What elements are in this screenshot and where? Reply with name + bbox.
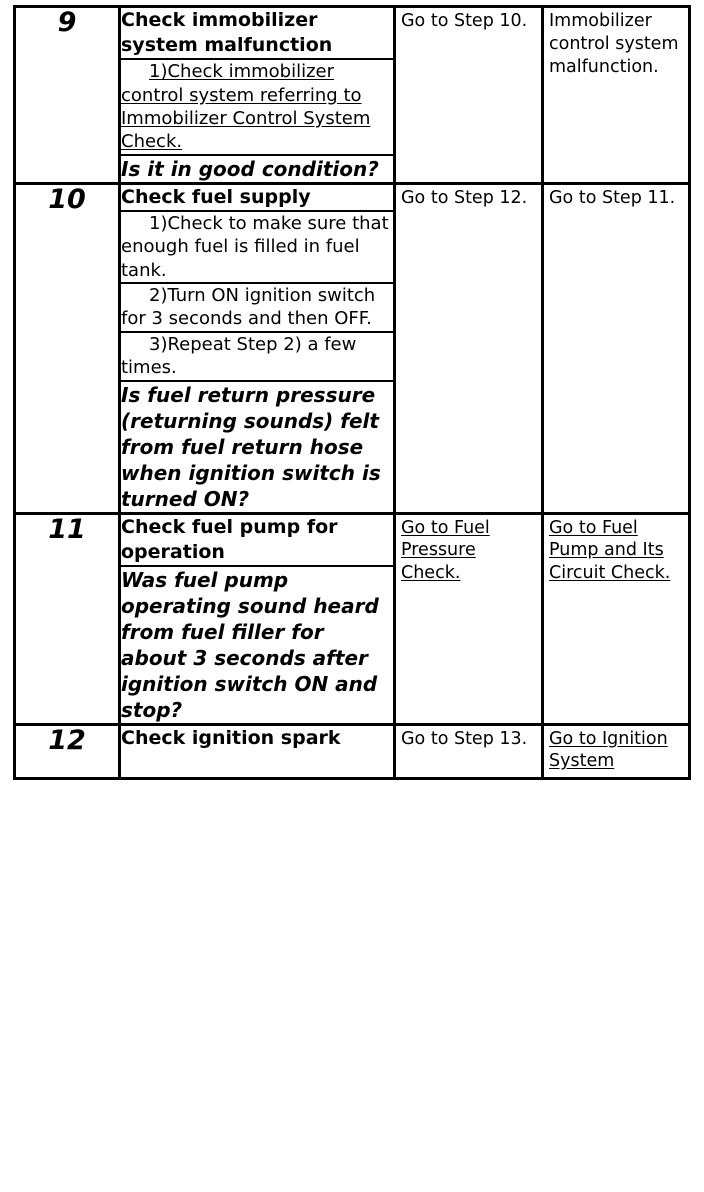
no-result-text: Immobilizer control system malfunction. bbox=[549, 11, 679, 77]
yes-result-cell: Go to Step 10. bbox=[393, 5, 544, 185]
step-number: 11 bbox=[48, 513, 86, 545]
action-title: Check fuel supply bbox=[121, 184, 393, 212]
yes-result-text: Go to Step 10. bbox=[401, 11, 528, 31]
yes-result-link[interactable]: Go to Fuel Pressure Check. bbox=[401, 517, 490, 584]
action-question: Is fuel return pressure (returning sound… bbox=[121, 382, 381, 511]
action-substep: 1)Check to make sure that enough fuel is… bbox=[121, 210, 393, 284]
yes-result-text: Go to Step 12. bbox=[401, 187, 528, 208]
action-title: Check ignition spark bbox=[121, 726, 341, 749]
step-number: 9 bbox=[57, 7, 77, 38]
table-row: 11 Check fuel pump for operation Was fue… bbox=[13, 511, 691, 726]
step-number-cell: 10 bbox=[13, 181, 121, 515]
action-substep: 2)Turn ON ignition switch for 3 seconds … bbox=[121, 282, 393, 333]
action-cell: Check fuel pump for operation Was fuel p… bbox=[118, 511, 396, 726]
yes-result-cell: Go to Step 12. bbox=[393, 181, 544, 515]
yes-result-text: Go to Step 13. bbox=[401, 728, 528, 749]
action-cell: Check ignition spark bbox=[118, 722, 396, 781]
step-number: 12 bbox=[48, 724, 86, 756]
no-result-link[interactable]: Go to Fuel Pump and Its Circuit Check. bbox=[549, 517, 671, 584]
no-result-cell: Go to Fuel Pump and Its Circuit Check. bbox=[541, 511, 691, 726]
step-number-cell: 9 bbox=[13, 5, 121, 185]
action-substep: 3)Repeat Step 2) a few times. bbox=[121, 331, 393, 382]
yes-result-cell: Go to Step 13. bbox=[393, 722, 544, 781]
action-cell: Check immobilizer system malfunction 1)C… bbox=[118, 5, 396, 185]
action-question: Was fuel pump operating sound heard from… bbox=[121, 567, 379, 722]
action-question: Is it in good condition? bbox=[121, 156, 379, 181]
action-title: Check immobilizer system malfunction bbox=[121, 8, 393, 61]
action-subgrid: Check ignition spark bbox=[121, 726, 393, 751]
step-number-cell: 12 bbox=[13, 722, 121, 781]
no-result-link[interactable]: Go to Ignition System bbox=[549, 728, 668, 772]
no-result-text: Go to Step 11. bbox=[549, 187, 676, 208]
action-substep[interactable]: 1)Check immobilizer control system refer… bbox=[121, 59, 393, 156]
table-row: 10 Check fuel supply 1)Check to make sur… bbox=[13, 181, 691, 515]
table-row: 12 Check ignition spark Go to Step 13. G… bbox=[13, 722, 691, 781]
diagnostic-flow-table: 9 Check immobilizer system malfunction 1… bbox=[13, 5, 691, 781]
no-result-cell: Go to Step 11. bbox=[541, 181, 691, 515]
no-result-cell: Immobilizer control system malfunction. bbox=[541, 5, 691, 185]
step-number: 10 bbox=[48, 183, 86, 215]
action-title: Check fuel pump for operation bbox=[121, 514, 393, 567]
yes-result-cell: Go to Fuel Pressure Check. bbox=[393, 511, 544, 726]
action-subgrid: Check fuel pump for operation Was fuel p… bbox=[121, 514, 393, 723]
action-subgrid: Check fuel supply 1)Check to make sure t… bbox=[121, 184, 393, 512]
step-number-cell: 11 bbox=[13, 511, 121, 726]
action-subgrid: Check immobilizer system malfunction 1)C… bbox=[121, 8, 393, 182]
no-result-cell: Go to Ignition System bbox=[541, 722, 691, 781]
table-row: 9 Check immobilizer system malfunction 1… bbox=[13, 5, 691, 185]
action-cell: Check fuel supply 1)Check to make sure t… bbox=[118, 181, 396, 515]
